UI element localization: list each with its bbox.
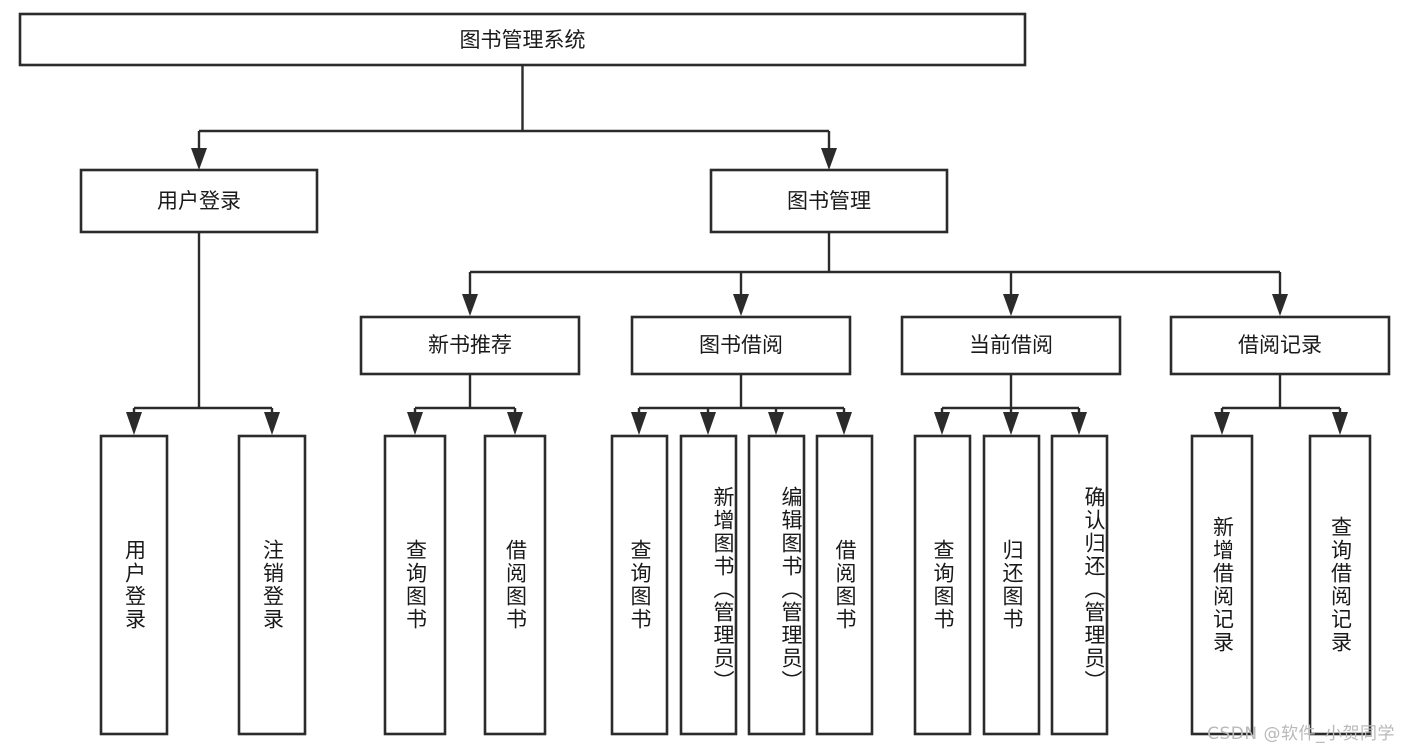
arrow-bb-to-leaf3 <box>768 412 784 435</box>
csdn-watermark: CSDN @软件_小贺同学 <box>1207 724 1395 744</box>
node-root-label: 图书管理系统 <box>460 28 586 52</box>
node-book-management-box[interactable] <box>709 168 949 234</box>
arrow-root-to-user-login <box>191 148 207 170</box>
node-leaf-return-books-box[interactable] <box>982 434 1041 736</box>
node-user-login-label: 用户登录 <box>157 189 241 213</box>
arrow-nbr-to-leaf2 <box>507 412 523 435</box>
arrow-cb-to-leaf2 <box>1003 412 1019 435</box>
node-new-book-recommend-label: 新书推荐 <box>428 333 512 357</box>
node-leaf-query-borrow-record-box[interactable] <box>1308 434 1372 736</box>
arrow-ul-to-leaf1 <box>126 412 142 435</box>
arrow-bm-to-borrow-records <box>1272 294 1288 316</box>
arrow-bb-to-leaf4 <box>836 412 852 435</box>
node-book-borrow-label: 图书借阅 <box>699 333 783 357</box>
node-current-borrow-label: 当前借阅 <box>969 333 1053 357</box>
arrow-br-to-leaf1 <box>1214 412 1230 435</box>
node-borrow-records-label: 借阅记录 <box>1238 333 1322 357</box>
arrow-nbr-to-leaf1 <box>407 412 423 435</box>
arrow-bb-to-leaf1 <box>631 412 647 435</box>
node-leaf-edit-book-admin-box[interactable] <box>747 434 806 736</box>
node-leaf-borrow-books-1-box[interactable] <box>483 434 547 736</box>
node-user-login-box[interactable] <box>79 168 319 234</box>
node-current-borrow-box[interactable] <box>900 315 1122 376</box>
arrow-root-to-book-management <box>821 148 837 170</box>
arrow-cb-to-leaf3 <box>1071 412 1087 435</box>
arrow-bm-to-current-borrow <box>1003 294 1019 316</box>
edges-layer <box>126 65 1348 435</box>
node-borrow-records-box[interactable] <box>1169 315 1391 376</box>
node-leaf-user-login-box[interactable] <box>99 434 169 736</box>
node-leaf-query-books-2-box[interactable] <box>610 434 669 736</box>
node-leaf-logout-box[interactable] <box>237 434 307 736</box>
node-leaf-query-books-3-box[interactable] <box>913 434 972 736</box>
node-root-box[interactable] <box>18 12 1027 67</box>
nodes-layer: 图书管理系统 用户登录 图书管理 新书推荐 图书借阅 当前借阅 借阅记录 <box>18 12 1391 736</box>
arrow-bb-to-leaf2 <box>700 412 716 435</box>
arrow-bm-to-book-borrow <box>733 294 749 316</box>
arrow-ul-to-leaf2 <box>264 412 280 435</box>
node-book-management-label: 图书管理 <box>787 189 871 213</box>
node-leaf-borrow-books-2-box[interactable] <box>815 434 874 736</box>
node-leaf-add-borrow-record-box[interactable] <box>1190 434 1254 736</box>
arrow-bm-to-new-book <box>462 294 478 316</box>
node-leaf-confirm-return-admin-box[interactable] <box>1050 434 1109 736</box>
node-leaf-query-books-1-box[interactable] <box>383 434 447 736</box>
arrow-br-to-leaf2 <box>1332 412 1348 435</box>
node-book-borrow-box[interactable] <box>630 315 852 376</box>
node-new-book-recommend-box[interactable] <box>359 315 581 376</box>
arrow-cb-to-leaf1 <box>934 412 950 435</box>
node-leaf-add-book-admin-box[interactable] <box>679 434 738 736</box>
